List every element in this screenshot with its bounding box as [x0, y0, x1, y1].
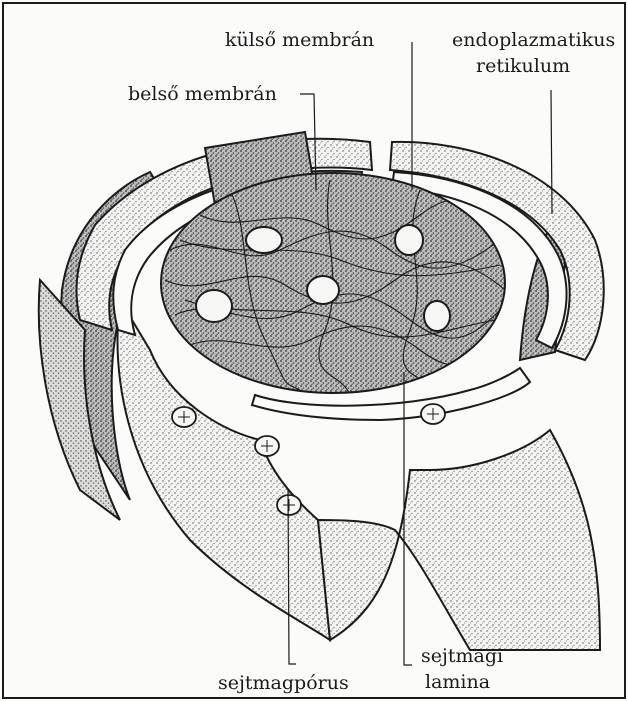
label-inner-membrane: belső membrán: [128, 83, 277, 105]
label-lamina-line2: lamina: [425, 671, 490, 693]
label-nuclear-pore: sejtmagpórus: [218, 672, 349, 694]
outer-envelope-right: [318, 430, 600, 650]
label-er-line1: endoplazmatikus: [452, 29, 615, 51]
label-lamina-line1: sejtmagi: [421, 645, 503, 667]
label-outer-membrane: külső membrán: [225, 29, 374, 51]
label-er-line2: retikulum: [476, 55, 570, 77]
